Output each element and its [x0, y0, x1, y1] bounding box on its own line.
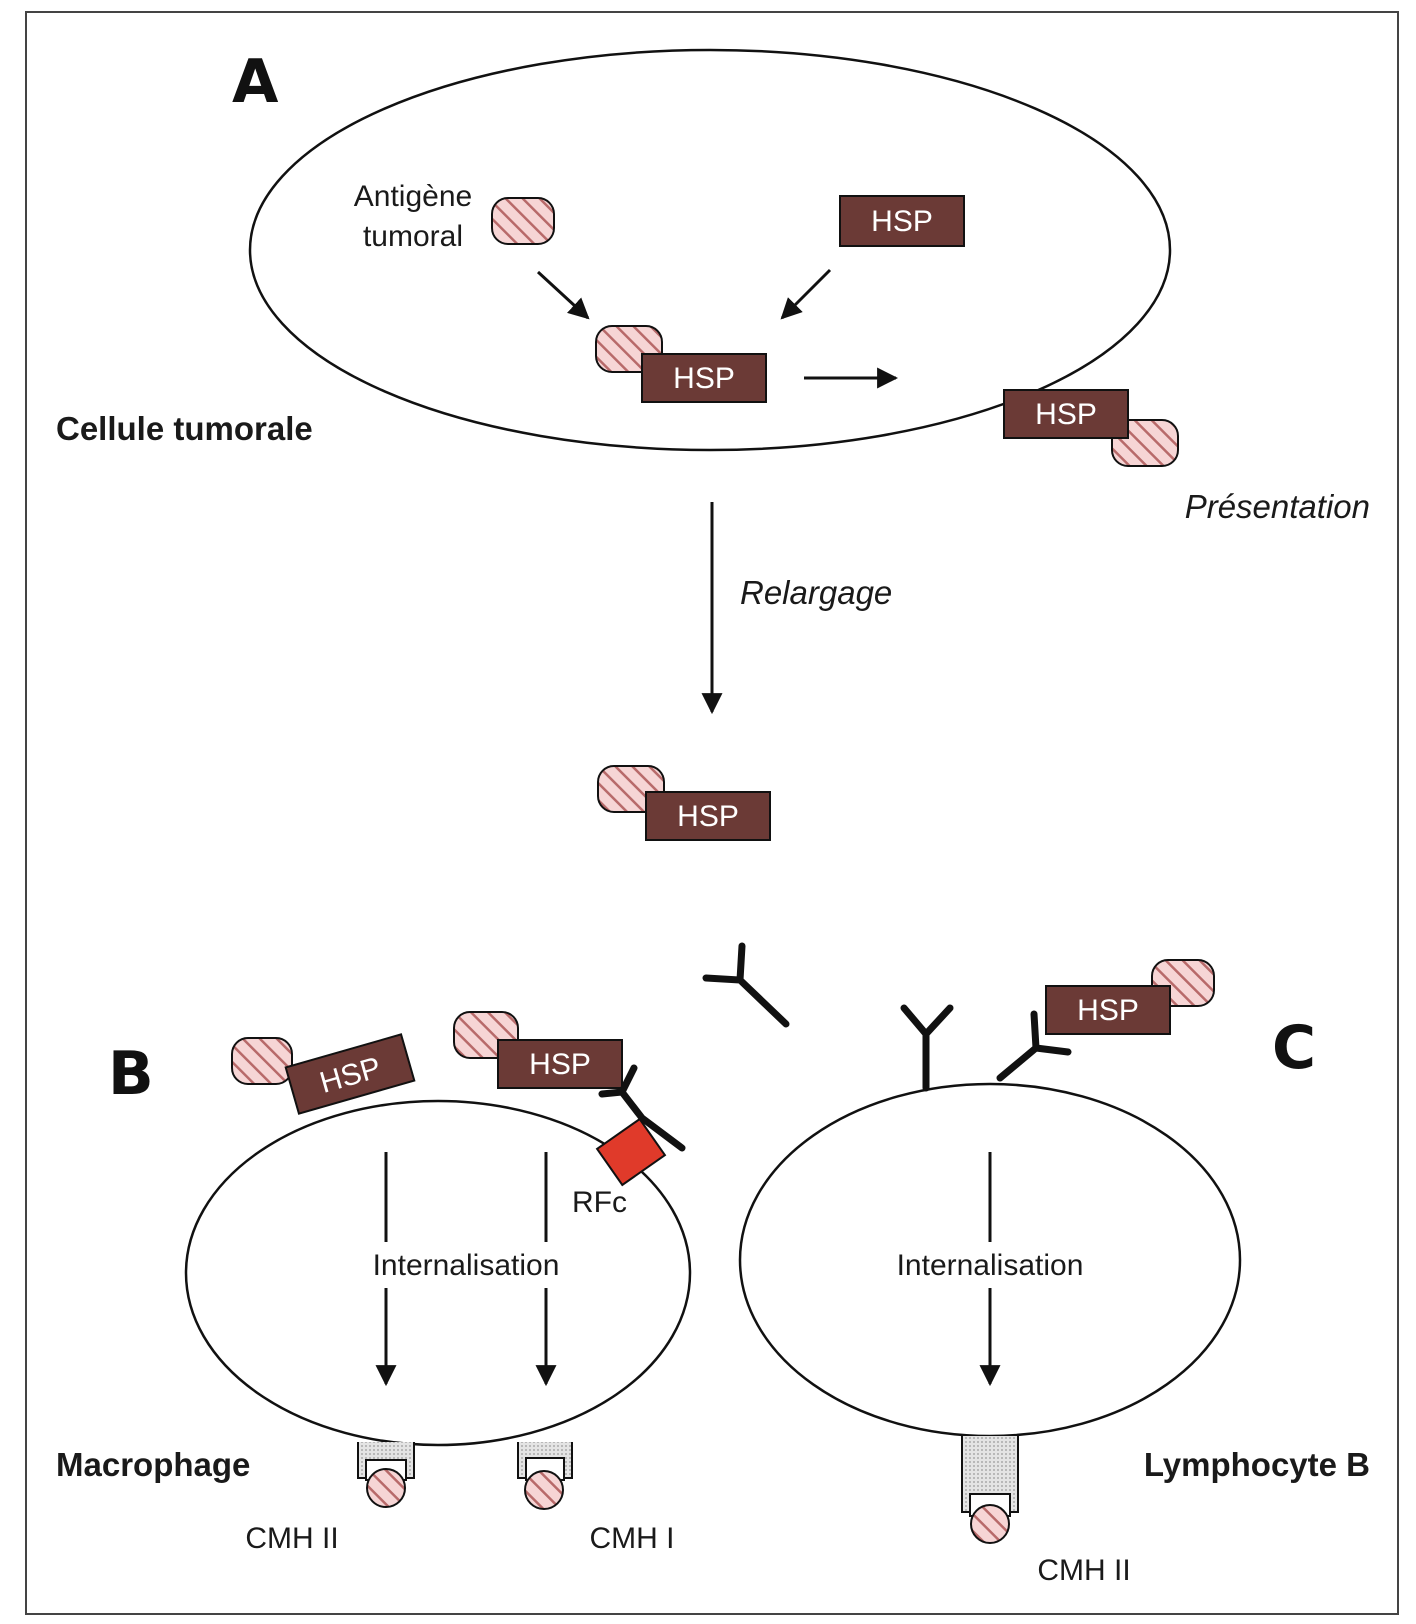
bcr-antibody-binding	[996, 1010, 1072, 1082]
internalisation-label-macrophage: Internalisation	[373, 1249, 560, 1282]
hsp-antigen-complex-tilted: HSP	[231, 1033, 416, 1115]
fc-receptor	[595, 1117, 667, 1187]
release-label: Relargage	[740, 574, 892, 611]
hsp-antigen-complex-surface: HSP	[1003, 389, 1179, 467]
arrow-antigen-to-complex	[536, 270, 590, 320]
mhc-i-macrophage	[517, 1442, 573, 1510]
tumor-cell-membrane	[248, 48, 1172, 452]
antigen-label-line1: Antigène	[354, 180, 472, 213]
macrophage-membrane	[184, 1099, 692, 1447]
panel-letter-a: A	[232, 47, 279, 117]
panel-letter-b: B	[108, 1039, 154, 1109]
mhc-ii-label-lymphocyte: CMH II	[1037, 1554, 1130, 1587]
presentation-label: Présentation	[1185, 488, 1370, 525]
bcr-antibody-vertical	[900, 1004, 954, 1092]
hsp-label: HSP	[529, 1048, 591, 1081]
free-hsp: HSP	[839, 195, 965, 247]
arrow-hsp-to-complex	[780, 268, 832, 320]
hsp-antigen-complex-bound: HSP	[453, 1011, 623, 1089]
figure-frame	[25, 11, 1399, 1615]
hsp-label: HSP	[1035, 398, 1097, 431]
antigen-label-line2: tumoral	[363, 220, 463, 253]
hsp-label: HSP	[673, 362, 735, 395]
mhc-ii-macrophage	[357, 1442, 415, 1508]
fc-receptor-label: RFc	[572, 1186, 627, 1219]
mhc-ii-lymphocyte	[961, 1436, 1019, 1544]
hsp-antigen-complex-released: HSP	[597, 765, 771, 841]
free-antibody	[702, 942, 790, 1028]
free-tumor-antigen	[491, 197, 555, 245]
mhc-ii-label-macrophage: CMH II	[245, 1522, 338, 1555]
antibody-on-fc-receptor	[598, 1064, 686, 1152]
hsp-label: HSP	[1077, 994, 1139, 1027]
mhc-i-label: CMH I	[590, 1522, 675, 1555]
macrophage-label: Macrophage	[56, 1446, 250, 1483]
hsp-label: HSP	[871, 205, 933, 238]
hsp-antigen-complex-bcr: HSP	[1045, 959, 1215, 1035]
panel-letter-c: C	[1272, 1013, 1316, 1083]
tumor-cell-label: Cellule tumorale	[56, 410, 313, 447]
hsp-antigen-complex-intracellular: HSP	[595, 325, 767, 403]
hsp-label: HSP	[677, 800, 739, 833]
internalisation-label-lymphocyte: Internalisation	[897, 1249, 1084, 1282]
lymphocyte-b-label: Lymphocyte B	[1144, 1446, 1370, 1483]
